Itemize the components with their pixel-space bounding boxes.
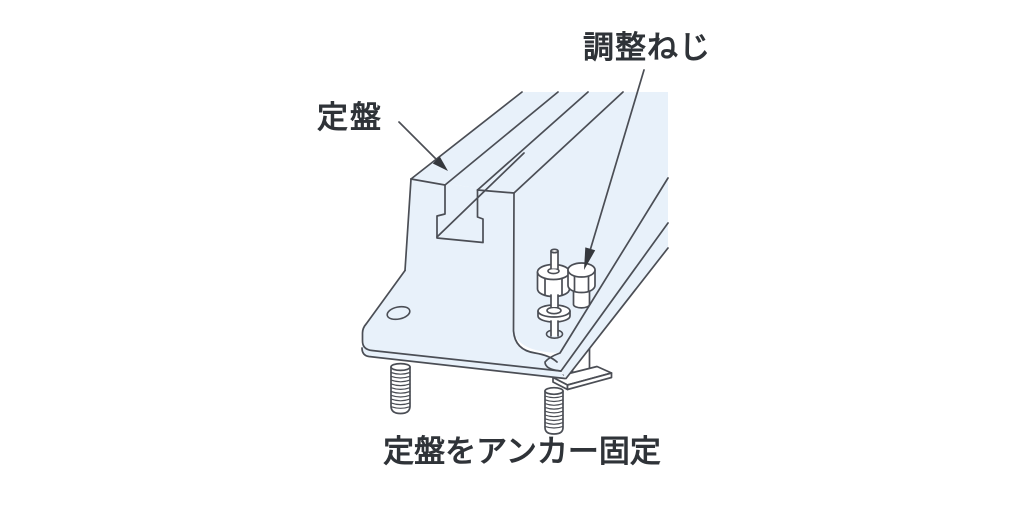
washer	[537, 304, 571, 323]
t-slot	[436, 152, 525, 244]
adjust-screw-label: 調整ねじ	[583, 30, 711, 65]
anchor-stud-left	[390, 362, 411, 415]
screw-leader-arrow	[584, 69, 645, 270]
hex-nut	[536, 263, 571, 298]
threaded-rod	[550, 248, 559, 337]
plate-edges	[361, 91, 669, 380]
anchor-stud-right	[544, 386, 564, 435]
stud-thread-lines	[544, 395, 564, 429]
stud-thread-lines	[390, 371, 411, 409]
caption: 定盤をアンカー固定	[383, 434, 661, 469]
flange-hole	[386, 305, 411, 321]
adjustment-screw-assembly	[536, 248, 596, 339]
t-slot-inner-edge	[436, 152, 525, 238]
plate-label: 定盤	[317, 100, 383, 135]
foot-pad	[552, 365, 613, 391]
plate-arrow	[398, 121, 448, 171]
hex-bolt	[567, 262, 596, 309]
